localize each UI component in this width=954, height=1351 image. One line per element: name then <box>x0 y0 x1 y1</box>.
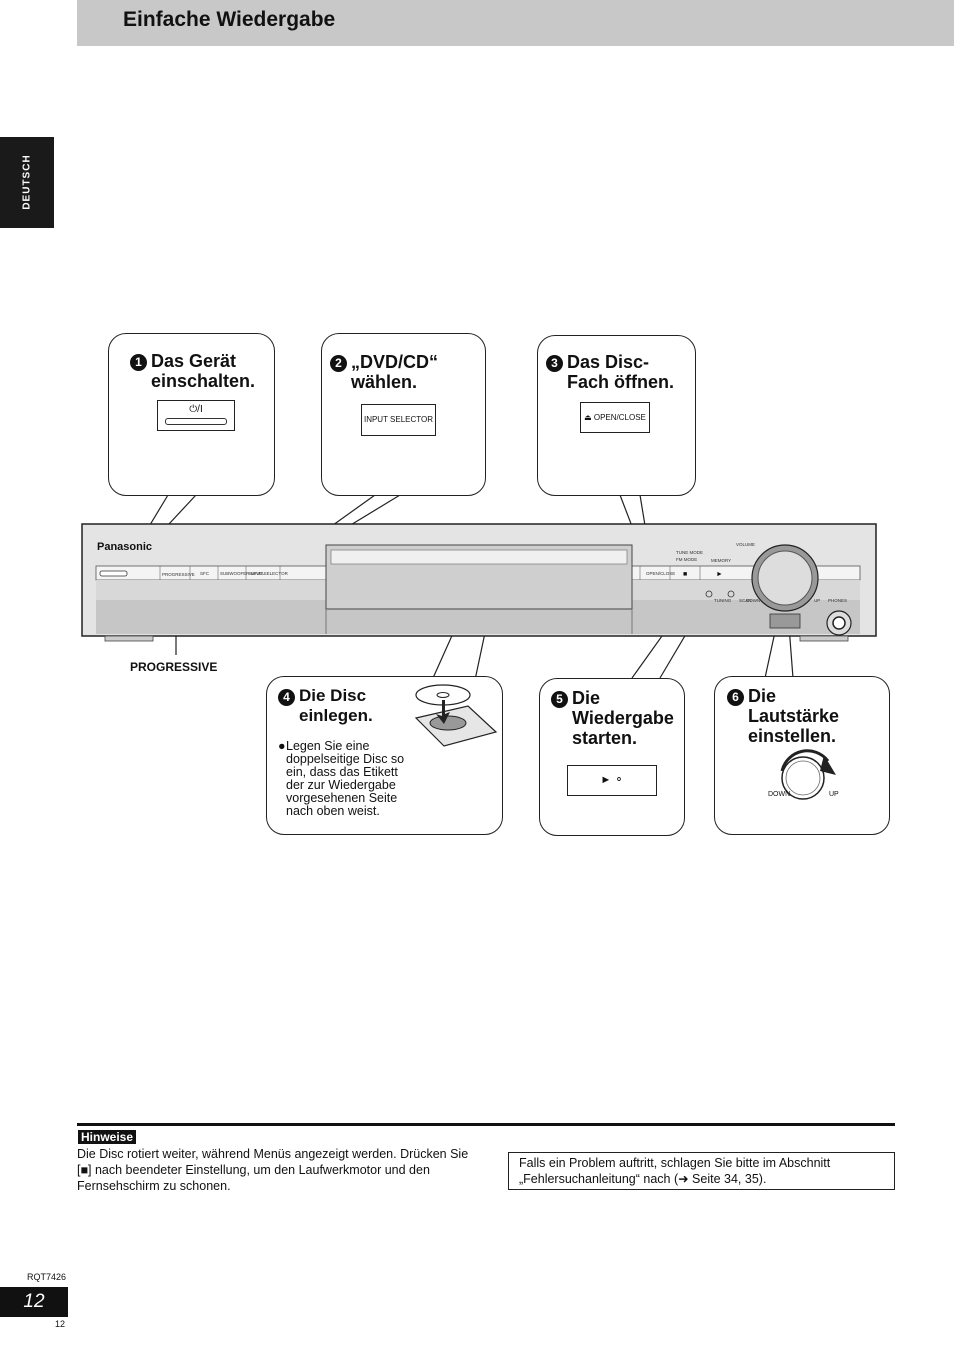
volume-knob-icon <box>780 749 836 800</box>
title-bar <box>77 0 954 46</box>
volume-down-label: DOWN <box>768 791 791 798</box>
device-label: OPEN/CLOSE <box>646 571 675 576</box>
volume-up-label: UP <box>829 791 839 798</box>
play-button[interactable]: ► ⚬ <box>567 765 657 796</box>
open-close-button[interactable]: ⏏ OPEN/CLOSE <box>580 402 650 433</box>
step-4-note-text: Legen Sie eine doppelseitige Disc so ein… <box>286 739 405 818</box>
page-title: Einfache Wiedergabe <box>123 8 336 31</box>
page-number: 12 <box>23 1291 45 1312</box>
device-label: PROGRESSIVE <box>162 572 195 577</box>
step-number: 4 <box>278 689 295 706</box>
device-label: INPUT SELECTOR <box>249 571 289 576</box>
page-number-box <box>0 1287 68 1317</box>
device-label: SFC <box>200 571 210 576</box>
step-number: 5 <box>551 691 568 708</box>
step-text: Die Wiedergabe starten. <box>572 688 674 748</box>
device-label: TUNE MODE <box>676 550 703 555</box>
svg-text:■: ■ <box>683 571 687 578</box>
device-label: UP <box>814 598 820 603</box>
device-label: DOWN <box>746 598 760 603</box>
device-brand: Panasonic <box>97 541 152 553</box>
device-label: MEMORY <box>711 558 731 563</box>
troubleshooting-info-box: Falls ein Problem auftritt, schlagen Sie… <box>508 1152 895 1190</box>
step-4-note: ● Legen Sie eine doppelseitige Disc so e… <box>278 740 413 818</box>
step-number: 1 <box>130 354 147 371</box>
step-6-bubble <box>714 676 890 835</box>
step-text: Das Gerät einschalten. <box>151 351 256 391</box>
step-4-bubble <box>266 676 503 835</box>
svg-text:►: ► <box>716 571 723 578</box>
power-button[interactable]: ⏻/I <box>157 400 235 431</box>
device-label: SCAN <box>739 598 752 603</box>
notes-text: Die Disc rotiert weiter, während Menüs a… <box>77 1147 469 1193</box>
device-label: FM MODE <box>676 557 697 562</box>
input-selector-button[interactable]: INPUT SELECTOR <box>361 404 436 436</box>
document-code: RQT7426 <box>27 1272 67 1282</box>
step-2-title: 2„DVD/CD“ wählen. <box>330 352 471 392</box>
progressive-label: PROGRESSIVE <box>130 660 218 674</box>
device-label: TUNING <box>714 598 732 603</box>
language-tab <box>0 137 54 228</box>
step-text: Die Disc einlegen. <box>299 686 373 725</box>
device-label: PHONES <box>828 598 847 603</box>
step-number: 3 <box>546 355 563 372</box>
power-button-label: ⏻/I <box>189 404 203 415</box>
step-number: 2 <box>330 355 347 372</box>
device-label: VOLUME <box>736 542 755 547</box>
device-label: SUBWOOFER LEVEL <box>220 571 265 576</box>
notes-divider <box>77 1123 895 1126</box>
notes-label: Hinweise <box>78 1130 137 1144</box>
page-number-small: 12 <box>55 1319 66 1329</box>
step-text: „DVD/CD“ wählen. <box>351 352 439 392</box>
disc-tray-icon <box>414 684 498 747</box>
step-text: Die Lautstärke einstellen. <box>748 686 840 746</box>
step-text: Das Disc-Fach öffnen. <box>567 352 674 392</box>
step-number: 6 <box>727 689 744 706</box>
